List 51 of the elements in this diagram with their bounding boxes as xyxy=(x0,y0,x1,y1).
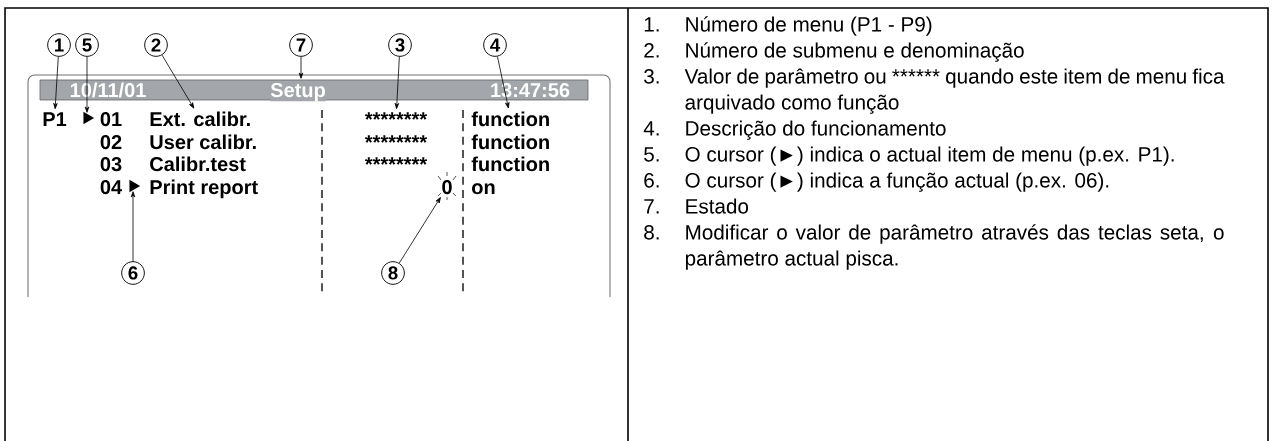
item-number: 6. xyxy=(644,173,659,188)
item-description: Número de menu (P1 - P9) xyxy=(686,16,932,36)
leader-line xyxy=(398,197,441,264)
item-number: 5. xyxy=(644,147,659,162)
callout-number: 1 xyxy=(47,33,71,57)
item-description: Número de submenu e denominação xyxy=(686,42,1024,62)
item-number: 7. xyxy=(644,199,659,214)
status-bar xyxy=(39,79,589,102)
item-description: O cursor (►) indica a função actual (p.ex. 06). xyxy=(685,172,1109,192)
submenu-number: 04 xyxy=(100,180,123,195)
callout-number: 4 xyxy=(483,33,507,57)
callout-number: 5 xyxy=(75,33,99,57)
item-description: Estado xyxy=(686,198,749,214)
leader-line xyxy=(394,56,400,110)
item-description: Modificar o valor de parâmetro através das teclas seta, o parâmetro actual pisca. xyxy=(685,224,1224,270)
item-description: Valor de parâmetro ou ****** quando este item de menu fica arquivado como função xyxy=(684,68,1225,114)
item-number: 8. xyxy=(644,225,659,240)
submenu-number: 01 xyxy=(100,112,122,127)
callout-number: 7 xyxy=(289,33,313,57)
item-number: 4. xyxy=(643,121,659,136)
item-description: Descrição do funcionamento xyxy=(686,120,946,140)
submenu-number: 02 xyxy=(100,135,122,150)
parameter-value: 0 xyxy=(442,180,452,195)
leader-line xyxy=(130,191,136,262)
leader-line xyxy=(84,56,90,113)
item-number: 1. xyxy=(644,17,659,32)
callout-number: 6 xyxy=(121,261,145,285)
function-label: function xyxy=(471,156,549,172)
parameter-mask: ******** xyxy=(364,157,428,165)
item-number: 2. xyxy=(644,43,659,58)
parameter-mask: ******** xyxy=(364,135,428,143)
submenu-number: 03 xyxy=(100,157,122,172)
parameter-state: on xyxy=(472,183,495,195)
submenu-name: Print report xyxy=(150,179,258,199)
leader-line xyxy=(53,56,59,110)
leader-line xyxy=(497,56,510,109)
menu-number: P1 xyxy=(43,112,67,126)
function-label: function xyxy=(471,111,549,127)
callout-number: 8 xyxy=(381,261,405,285)
item-number: 3. xyxy=(644,69,659,84)
submenu-name: Ext. calibr. xyxy=(150,111,250,127)
function-label: function xyxy=(471,134,549,150)
submenu-name: Calibr.test xyxy=(150,156,246,172)
submenu-name: User calibr. xyxy=(150,134,256,150)
callout-number: 2 xyxy=(144,33,168,57)
status-text: Setup xyxy=(270,83,326,102)
callout-number: 3 xyxy=(388,33,412,57)
parameter-mask: ******** xyxy=(364,112,428,120)
item-description: O cursor (►) indica o actual item de menu (p.ex. P1). xyxy=(685,146,1174,166)
leader-line xyxy=(298,56,304,79)
leader-line xyxy=(161,54,195,109)
